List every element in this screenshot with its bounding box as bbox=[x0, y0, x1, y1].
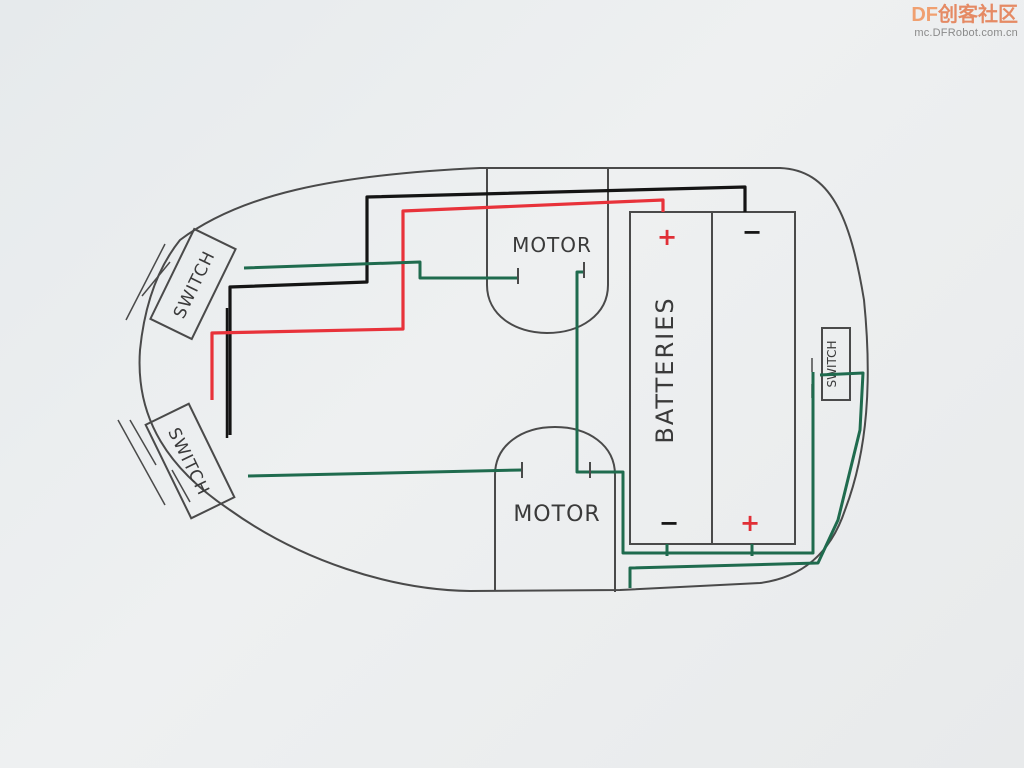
watermark: DF创客社区 mc.DFRobot.com.cn bbox=[911, 4, 1018, 40]
wire-red bbox=[210, 198, 665, 400]
wire-black-top bbox=[228, 185, 747, 435]
switch-right-label: SWITCH bbox=[825, 340, 839, 387]
watermark-url: mc.DFRobot.com.cn bbox=[914, 27, 1018, 39]
wire-green-bottom-motor bbox=[247, 468, 523, 478]
motor-top-housing bbox=[486, 168, 609, 335]
watermark-cn: 创客社区 bbox=[938, 4, 1018, 26]
switch-left-label: SWITCH bbox=[163, 425, 213, 499]
switch-left-sketch-3 bbox=[171, 469, 191, 503]
switch-left-sketch-2 bbox=[129, 419, 157, 466]
switch-right-body bbox=[821, 327, 851, 401]
motor-bottom-housing bbox=[494, 425, 616, 592]
wire-green-top-motor bbox=[243, 260, 518, 280]
battery-plus-bottom: + bbox=[740, 509, 760, 537]
switch-left-body bbox=[144, 402, 236, 520]
battery-plus-top: + bbox=[657, 223, 677, 251]
wire-green-center bbox=[575, 270, 815, 555]
watermark-df: DF bbox=[911, 4, 938, 26]
battery-minus-top: − bbox=[742, 218, 762, 246]
motor-top-label: MOTOR bbox=[512, 233, 592, 257]
switch-top-body bbox=[149, 227, 237, 341]
switch-top-group: SWITCH bbox=[149, 227, 237, 341]
motor-bottom-label: MOTOR bbox=[513, 502, 600, 527]
switch-top-sketch-1 bbox=[125, 243, 166, 321]
batteries-label: BATTERIES bbox=[651, 296, 679, 443]
wire-green-right-switch bbox=[628, 371, 865, 588]
switch-left-sketch-1 bbox=[117, 419, 166, 506]
battery-minus-bottom: − bbox=[659, 509, 679, 537]
switch-top-label: SWITCH bbox=[170, 248, 220, 322]
watermark-brand: DF创客社区 bbox=[911, 4, 1018, 27]
switch-top-sketch-2 bbox=[141, 261, 171, 297]
